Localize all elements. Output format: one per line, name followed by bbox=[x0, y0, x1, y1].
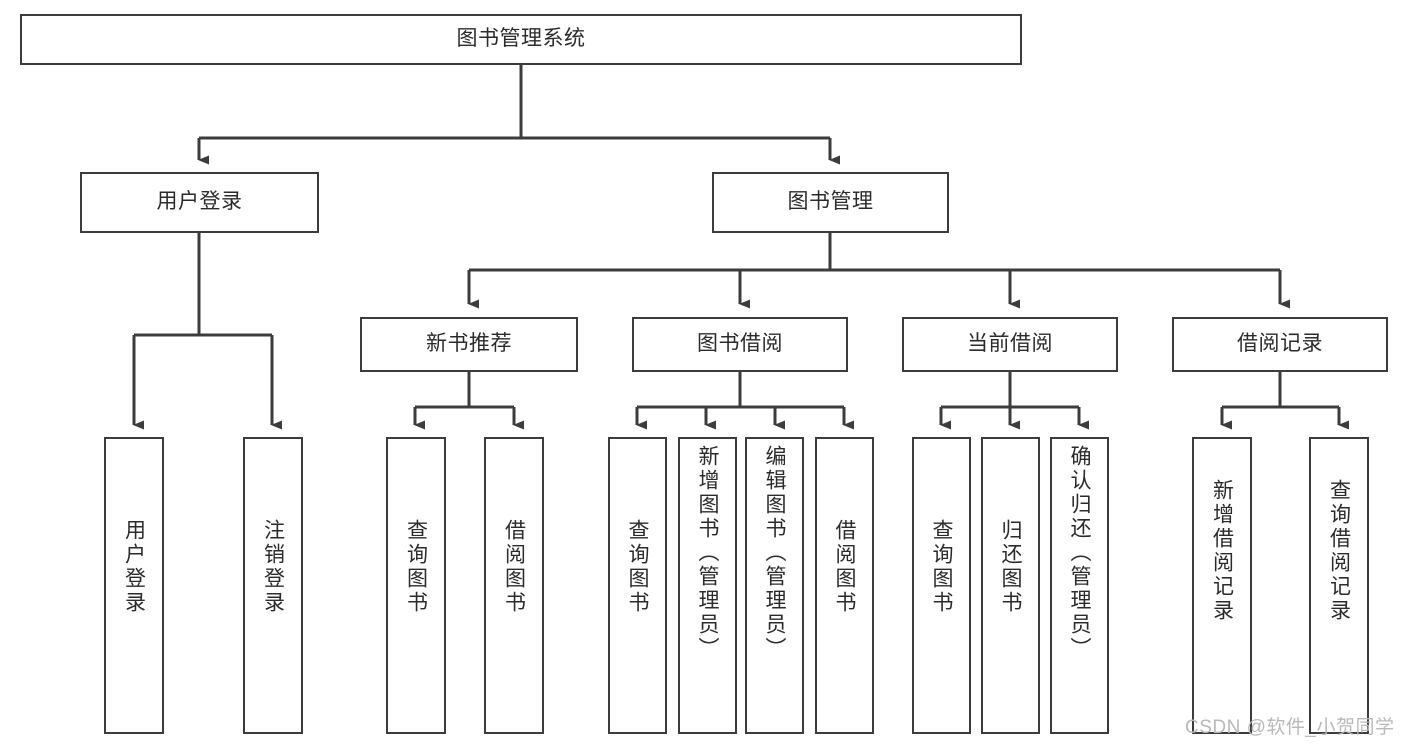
leaf-query-borrow-record[interactable]: 查询借阅记录 bbox=[1309, 437, 1369, 734]
node-book-borrow-label: 图书借阅 bbox=[697, 332, 783, 356]
leaf-confirm-return-admin-label: 确认归还（管理员） bbox=[1068, 445, 1091, 661]
leaf-add-book-admin-label: 新增图书（管理员） bbox=[696, 445, 719, 661]
node-new-book-recommend[interactable]: 新书推荐 bbox=[360, 317, 578, 372]
leaf-add-book-admin[interactable]: 新增图书（管理员） bbox=[678, 437, 737, 734]
leaf-borrow-book[interactable]: 借阅图书 bbox=[815, 437, 874, 734]
leaf-confirm-return-admin[interactable]: 确认归还（管理员） bbox=[1050, 437, 1109, 734]
leaf-query-borrow-record-label: 查询借阅记录 bbox=[1327, 479, 1351, 623]
leaf-logout[interactable]: 注销登录 bbox=[243, 437, 303, 734]
leaf-borrow-book-label: 借阅图书 bbox=[833, 519, 856, 615]
node-root[interactable]: 图书管理系统 bbox=[20, 14, 1022, 65]
node-root-label: 图书管理系统 bbox=[456, 27, 586, 51]
leaf-new-book-borrow-label: 借阅图书 bbox=[502, 519, 526, 615]
leaf-borrow-query-book-label: 查询图书 bbox=[626, 519, 649, 615]
leaf-add-borrow-record[interactable]: 新增借阅记录 bbox=[1192, 437, 1252, 734]
leaf-new-book-borrow[interactable]: 借阅图书 bbox=[484, 437, 544, 734]
leaf-user-login[interactable]: 用户登录 bbox=[104, 437, 164, 734]
leaf-return-book-label: 归还图书 bbox=[999, 519, 1022, 615]
node-user-login-label: 用户登录 bbox=[156, 190, 243, 214]
leaf-current-query-book-label: 查询图书 bbox=[930, 519, 953, 615]
leaf-edit-book-admin-label: 编辑图书（管理员） bbox=[763, 445, 786, 661]
node-current-borrow[interactable]: 当前借阅 bbox=[902, 317, 1118, 372]
leaf-add-borrow-record-label: 新增借阅记录 bbox=[1210, 479, 1234, 623]
node-current-borrow-label: 当前借阅 bbox=[967, 332, 1053, 356]
node-user-login[interactable]: 用户登录 bbox=[80, 172, 319, 233]
leaf-new-book-query[interactable]: 查询图书 bbox=[386, 437, 446, 734]
leaf-user-login-label: 用户登录 bbox=[122, 519, 146, 615]
node-book-management-label: 图书管理 bbox=[787, 190, 874, 214]
leaf-return-book[interactable]: 归还图书 bbox=[981, 437, 1040, 734]
leaf-current-query-book[interactable]: 查询图书 bbox=[912, 437, 971, 734]
leaf-edit-book-admin[interactable]: 编辑图书（管理员） bbox=[745, 437, 804, 734]
node-new-book-recommend-label: 新书推荐 bbox=[426, 332, 512, 356]
node-book-borrow[interactable]: 图书借阅 bbox=[632, 317, 848, 372]
leaf-logout-label: 注销登录 bbox=[261, 519, 285, 615]
leaf-new-book-query-label: 查询图书 bbox=[404, 519, 428, 615]
node-book-management[interactable]: 图书管理 bbox=[712, 172, 949, 233]
leaf-borrow-query-book[interactable]: 查询图书 bbox=[608, 437, 667, 734]
node-borrow-record-label: 借阅记录 bbox=[1237, 332, 1323, 356]
node-borrow-record[interactable]: 借阅记录 bbox=[1172, 317, 1388, 372]
